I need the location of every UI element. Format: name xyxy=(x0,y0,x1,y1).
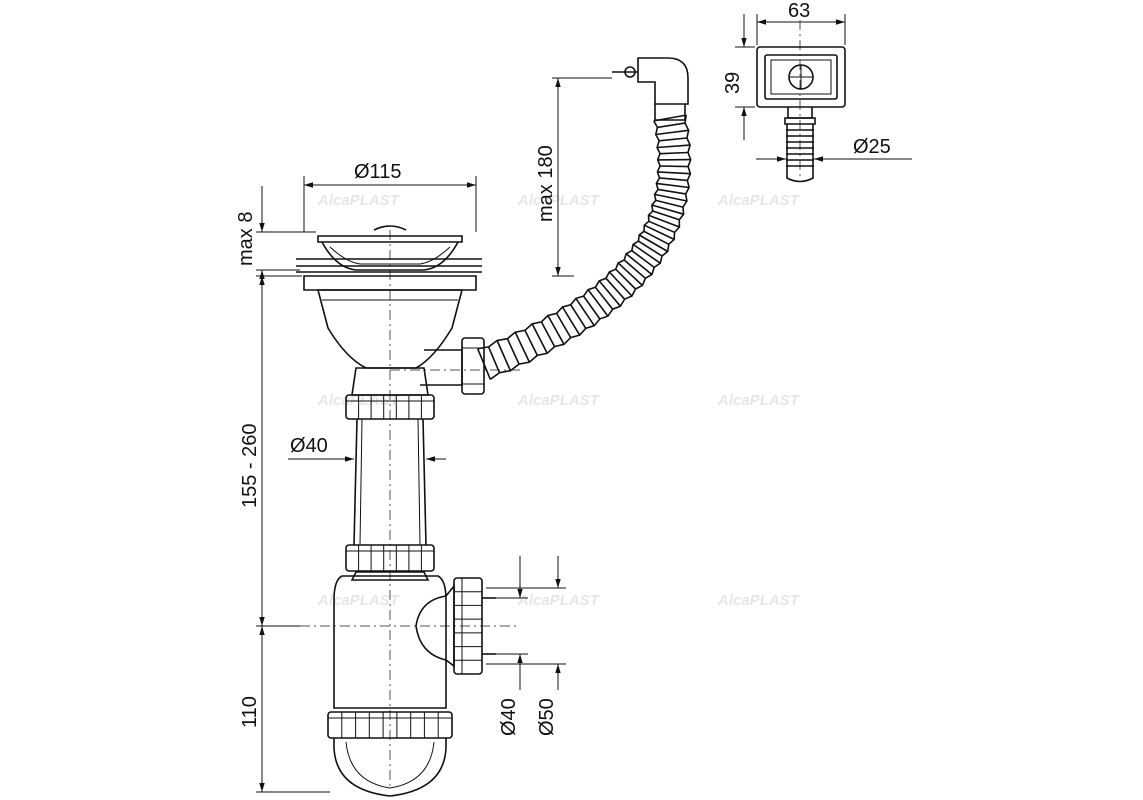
dim-outlet-outer: Ø50 xyxy=(536,698,558,736)
main-dimensions: Ø115 max 8 155 - 260 110 Ø40 max 180 xyxy=(235,77,612,793)
dim-body-height: 155 - 260 xyxy=(239,423,261,508)
overflow-hose xyxy=(476,57,692,380)
strainer-assembly xyxy=(296,225,485,572)
bottle-trap xyxy=(327,571,496,797)
dim-trap-height: 110 xyxy=(239,696,261,728)
watermark: AlcaPLAST xyxy=(717,592,801,609)
dim-pipe-diameter: Ø40 xyxy=(290,435,328,457)
dim-outlet-inner: Ø40 xyxy=(498,698,520,736)
watermark: AlcaPLAST xyxy=(317,592,401,609)
dim-top-width: 63 xyxy=(788,0,810,22)
dim-strainer-diameter: Ø115 xyxy=(354,161,401,183)
dim-flange-height: max 8 xyxy=(235,212,257,266)
watermark: AlcaPLAST xyxy=(517,592,601,609)
watermark: AlcaPLAST xyxy=(517,192,601,209)
overflow-head-dimensions: 63 39 Ø25 xyxy=(722,0,912,162)
watermark: AlcaPLAST xyxy=(717,392,801,409)
dim-top-height: 39 xyxy=(722,72,744,94)
dim-hose-rise: max 180 xyxy=(535,145,557,222)
overflow-head-front-view xyxy=(756,46,846,183)
dim-hose-diameter: Ø25 xyxy=(853,136,891,158)
watermark: AlcaPLAST xyxy=(317,192,401,209)
watermark: AlcaPLAST xyxy=(517,392,601,409)
watermark: AlcaPLAST xyxy=(717,192,801,209)
